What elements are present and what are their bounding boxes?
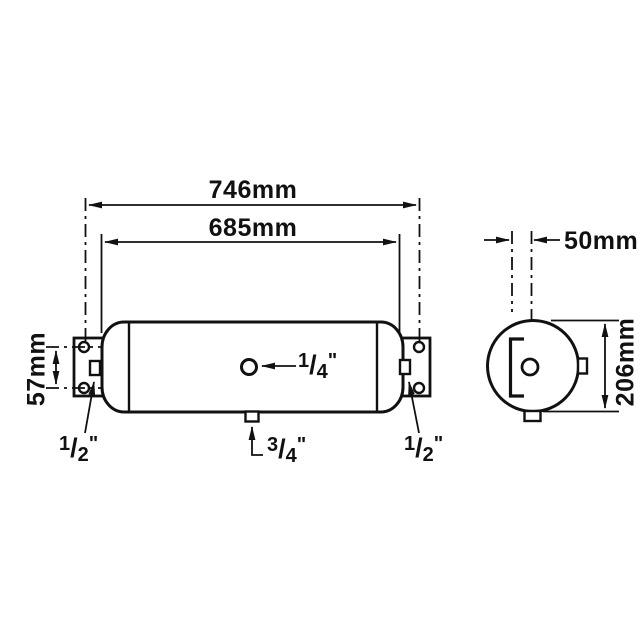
end-view-drawing [484, 231, 619, 423]
leader-port-right [408, 381, 420, 434]
end-view-bottom-fitting [523, 409, 542, 423]
end-view-bracket [508, 337, 524, 398]
centerlines [46, 198, 421, 389]
dimension-label-body-length: 685mm [208, 214, 298, 242]
port-label-right: 1/2" [404, 433, 443, 466]
port-label-bottom: 3/4" [267, 434, 306, 467]
end-view-side-fitting [576, 357, 589, 375]
port-right-fitting [398, 358, 412, 376]
dimension-label-overall-length: 746mm [208, 176, 298, 204]
port-bottom-fitting [244, 410, 260, 423]
dimension-label-centre-offset: 50mm [564, 227, 639, 255]
port-label-left: 1/2" [59, 433, 98, 466]
side-view-drawing [46, 198, 432, 456]
leader-port-bottom [248, 426, 263, 456]
port-label-center: 1/4" [298, 350, 337, 383]
port-left-fitting [88, 359, 102, 377]
port-center-hole [240, 358, 258, 376]
tank-end-outline [486, 319, 580, 413]
leader-port-left [84, 381, 96, 434]
end-view-center-port [520, 357, 540, 377]
